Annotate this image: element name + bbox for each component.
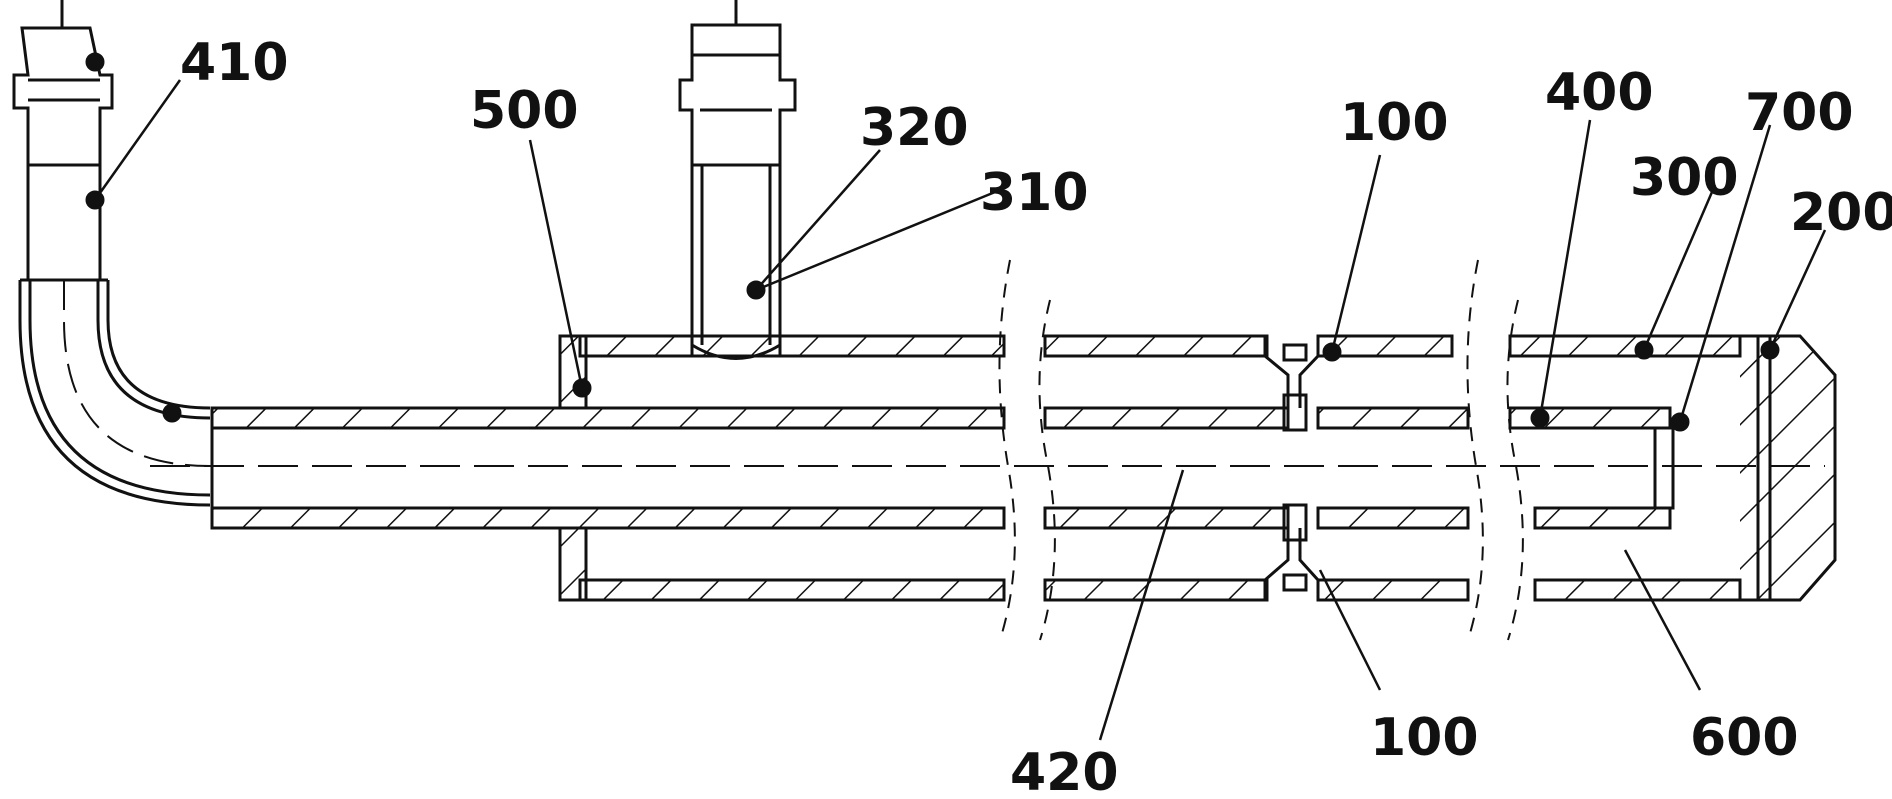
label-420: 420 xyxy=(1010,743,1119,799)
weld-point-410a xyxy=(85,52,105,72)
leader-lines xyxy=(93,79,1827,741)
label-600: 600 xyxy=(1690,708,1799,768)
label-200: 200 xyxy=(1790,183,1892,243)
vertical-outlet-tube xyxy=(678,0,797,360)
label-300: 300 xyxy=(1630,148,1739,208)
label-100-bottom: 100 xyxy=(1370,708,1479,768)
middle-spacer-coupling xyxy=(1263,336,1342,600)
label-410: 410 xyxy=(180,33,289,93)
inner-pipe-segment-1 xyxy=(210,406,1006,530)
label-100-top: 100 xyxy=(1340,93,1449,153)
outer-shell xyxy=(578,334,1742,602)
label-500: 500 xyxy=(470,81,579,141)
inner-pipe-segment-2 xyxy=(1043,406,1470,530)
break-lines xyxy=(998,259,1524,641)
inner-pipe-segment-3 xyxy=(1508,406,1675,530)
weld-point-bend xyxy=(162,403,182,423)
left-end-ring xyxy=(558,334,592,602)
label-400: 400 xyxy=(1545,63,1654,123)
label-310: 310 xyxy=(980,163,1089,223)
right-end-cap xyxy=(1530,334,1837,602)
label-320: 320 xyxy=(860,98,969,158)
label-700: 700 xyxy=(1745,83,1854,143)
bent-inlet-pipe xyxy=(12,0,211,507)
